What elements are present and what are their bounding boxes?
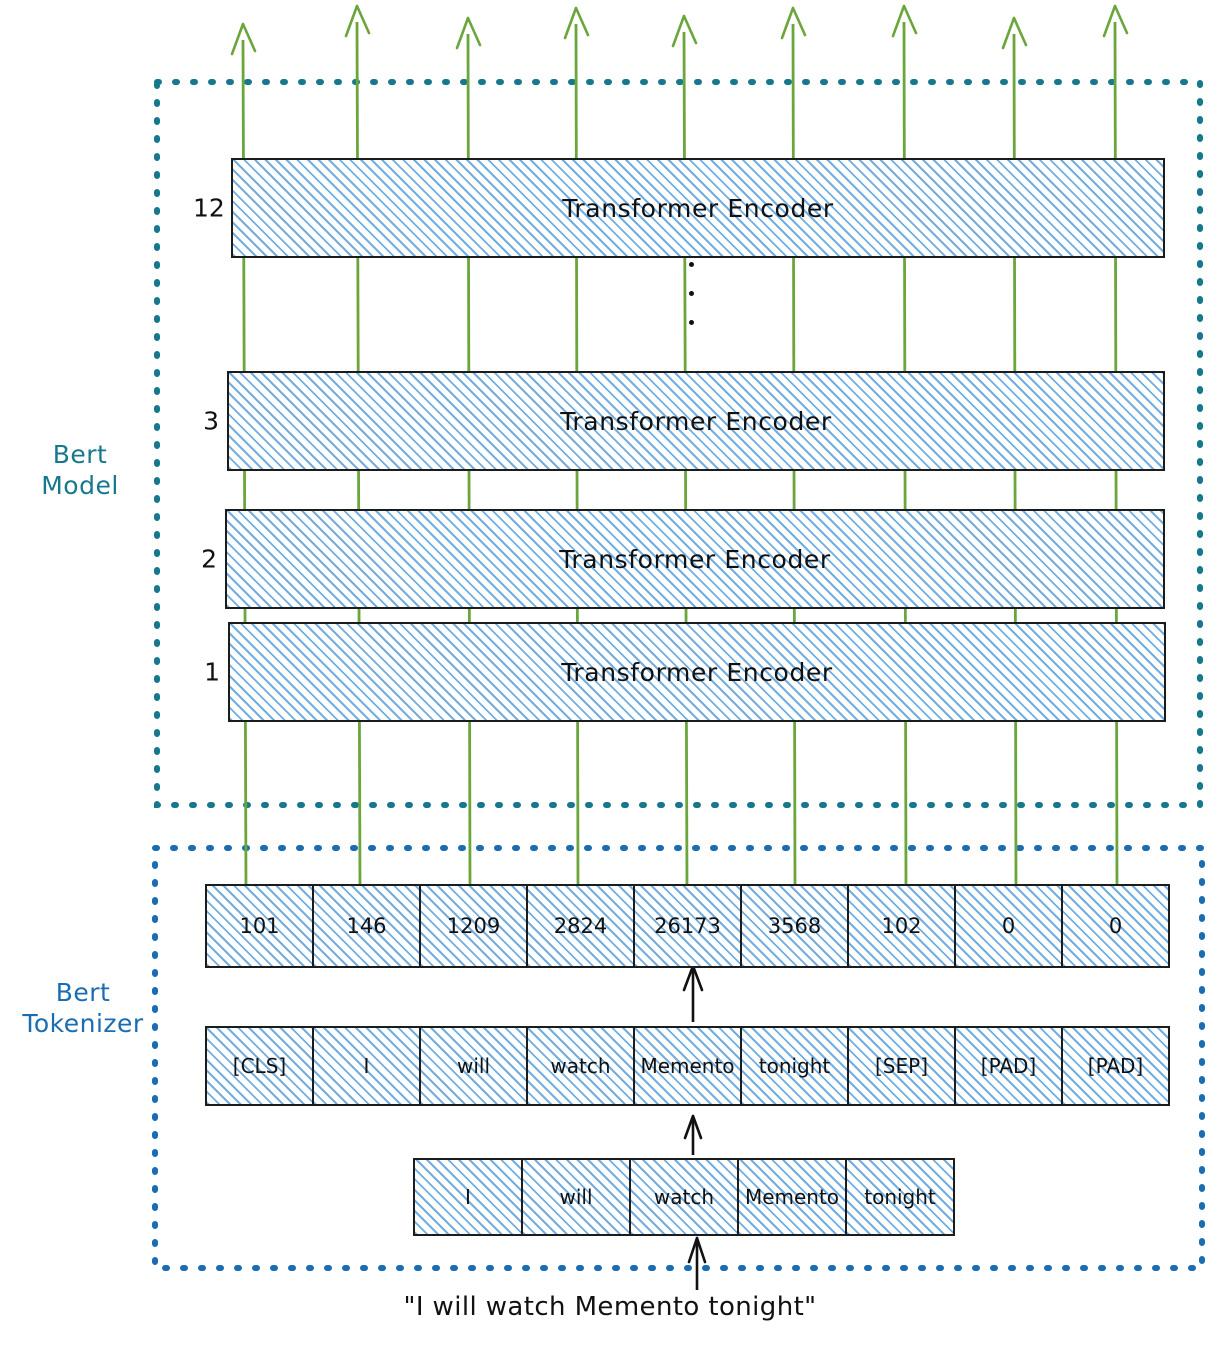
encoder-layer-12[interactable]: 12 Transformer Encoder (193, 158, 1165, 258)
bert-tokenizer-label: Bert Tokenizer (22, 978, 144, 1038)
bert-model-label: Bert Model (41, 440, 119, 500)
encoder-layer-3[interactable]: 3 Transformer Encoder (203, 371, 1165, 471)
tokens-to-ids-arrow (682, 964, 704, 1022)
word-cell[interactable]: will (521, 1158, 631, 1236)
token-row: [CLS] I will watch Memento tonight [SEP]… (205, 1026, 1170, 1106)
encoder-layer-1[interactable]: 1 Transformer Encoder (204, 622, 1166, 722)
token-cell[interactable]: will (419, 1026, 528, 1106)
ellipsis-dot (688, 262, 694, 267)
encoder-label: Transformer Encoder (562, 193, 834, 223)
token-cell[interactable]: [PAD] (1061, 1026, 1170, 1106)
input-sentence-caption: "I will watch Memento tonight" (403, 1292, 817, 1322)
word-cell[interactable]: watch (629, 1158, 739, 1236)
token-id-cell[interactable]: 101 (205, 884, 314, 968)
token-id-cell[interactable]: 2824 (526, 884, 635, 968)
encoder-layer-2[interactable]: 2 Transformer Encoder (201, 509, 1165, 609)
token-id-cell[interactable]: 102 (847, 884, 956, 968)
encoder-label: Transformer Encoder (559, 544, 831, 574)
ellipsis-dot (688, 320, 694, 325)
word-cell[interactable]: I (413, 1158, 523, 1236)
encoder-label: Transformer Encoder (561, 657, 833, 687)
token-id-cell[interactable]: 0 (1061, 884, 1170, 968)
word-cell[interactable]: tonight (845, 1158, 955, 1236)
token-cell[interactable]: tonight (740, 1026, 849, 1106)
token-cell[interactable]: [CLS] (205, 1026, 314, 1106)
words-to-tokens-arrow (683, 1114, 703, 1155)
token-id-cell[interactable]: 1209 (419, 884, 528, 968)
token-id-cell[interactable]: 3568 (740, 884, 849, 968)
encoder-layer-index: 3 (203, 406, 219, 436)
token-cell[interactable]: Memento (633, 1026, 742, 1106)
encoder-bar[interactable]: Transformer Encoder (228, 622, 1166, 722)
layer-ellipsis (684, 262, 698, 334)
encoder-bar[interactable]: Transformer Encoder (231, 158, 1165, 258)
token-cell[interactable]: I (312, 1026, 421, 1106)
encoder-label: Transformer Encoder (560, 406, 832, 436)
token-id-cell[interactable]: 26173 (633, 884, 742, 968)
encoder-layer-index: 12 (193, 193, 225, 223)
word-cell[interactable]: Memento (737, 1158, 847, 1236)
sentence-to-words-arrow (687, 1236, 707, 1290)
encoder-bar[interactable]: Transformer Encoder (225, 509, 1165, 609)
encoder-bar[interactable]: Transformer Encoder (227, 371, 1165, 471)
token-cell[interactable]: watch (526, 1026, 635, 1106)
token-id-cell[interactable]: 0 (954, 884, 1063, 968)
token-id-row: 101 146 1209 2824 26173 3568 102 0 0 (205, 884, 1170, 968)
word-row: I will watch Memento tonight (413, 1158, 955, 1236)
token-cell[interactable]: [SEP] (847, 1026, 956, 1106)
encoder-layer-index: 1 (204, 657, 220, 687)
encoder-layer-index: 2 (201, 544, 217, 574)
ellipsis-dot (688, 291, 694, 296)
token-cell[interactable]: [PAD] (954, 1026, 1063, 1106)
token-id-cell[interactable]: 146 (312, 884, 421, 968)
